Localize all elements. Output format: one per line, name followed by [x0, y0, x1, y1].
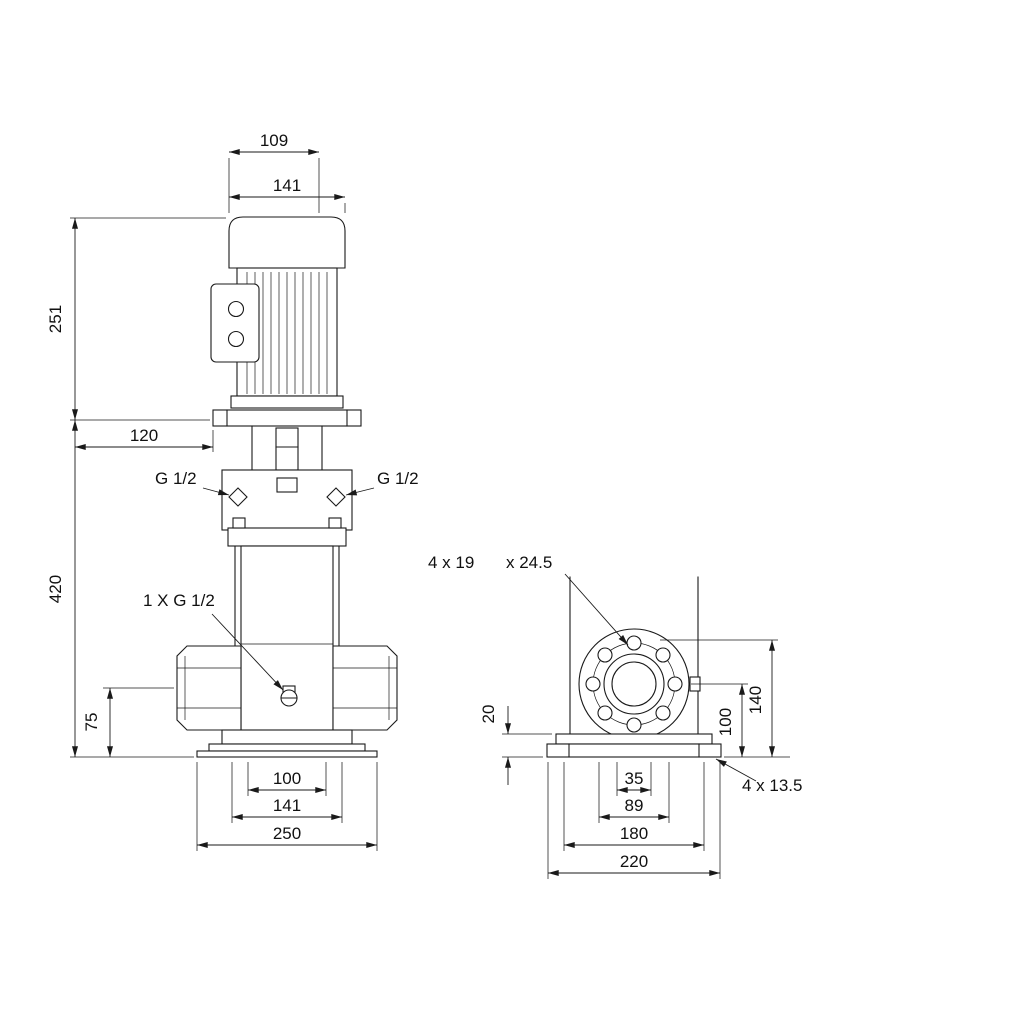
annotation-plug-right: G 1/2 — [345, 469, 419, 496]
terminal-box-gland-bottom — [227, 330, 245, 348]
bore-circle — [611, 661, 657, 707]
flange-left — [176, 645, 242, 731]
bolt-hole — [655, 647, 671, 663]
coupling-lantern — [251, 425, 323, 471]
flange-right — [332, 645, 398, 731]
label-drain: 1 X G 1/2 — [143, 591, 215, 610]
label-g12-left: G 1/2 — [155, 469, 197, 488]
annotation-base-holes: 4 x 13.5 — [715, 758, 803, 795]
dim-label-120: 120 — [130, 426, 158, 445]
dim-fan-width-109: 109 — [228, 131, 320, 213]
dim-label-140: 140 — [746, 686, 765, 714]
dim-label-420: 420 — [46, 575, 65, 603]
label-4x19: 4 x 19 — [428, 553, 474, 572]
dim-coupling-offset-120: 120 — [75, 426, 214, 452]
bolt-hole — [585, 676, 601, 692]
terminal-box — [210, 283, 260, 363]
dim-label-35: 35 — [625, 769, 644, 788]
annotation-drain-plug: 1 X G 1/2 — [143, 591, 284, 691]
dim-label-20: 20 — [479, 705, 498, 724]
bolt-hole — [667, 676, 683, 692]
flange-face — [578, 628, 701, 740]
staybolt-nut-top-left — [232, 517, 246, 529]
label-x24-5: x 24.5 — [506, 553, 552, 572]
motor-flange — [230, 395, 344, 409]
label-g12-right: G 1/2 — [377, 469, 419, 488]
dim-label-220: 220 — [620, 852, 648, 871]
dim-label-180: 180 — [620, 824, 648, 843]
dim-label-75: 75 — [82, 713, 101, 732]
annotation-flange-holes: 4 x 19 x 24.5 — [428, 553, 629, 646]
stack-top-plate — [227, 527, 347, 547]
dim-bolt-spacing-100: 100 — [247, 762, 327, 796]
dim-pump-height-420: 420 — [46, 420, 194, 758]
motor-fan-cover — [228, 216, 346, 269]
port-flanges — [176, 645, 398, 731]
motor — [210, 216, 362, 427]
gauge-plug-right — [326, 487, 346, 507]
raised-face-circle — [603, 653, 665, 715]
dim-port-center-height-100: 100 — [691, 683, 790, 758]
dim-flange-height-140: 140 — [660, 639, 778, 757]
dim-label-100-side: 100 — [716, 708, 735, 736]
dim-motor-width-141: 141 — [229, 176, 346, 213]
dim-base-outer-220: 220 — [547, 762, 721, 879]
dim-label-141-bottom: 141 — [273, 796, 301, 815]
base-front — [196, 729, 378, 758]
bolt-hole — [626, 717, 642, 733]
dim-slot-outer-89: 89 — [598, 762, 670, 823]
dim-label-141-top: 141 — [273, 176, 301, 195]
annotation-plug-left: G 1/2 — [155, 469, 230, 496]
pump-body-side — [569, 576, 699, 735]
dim-label-109: 109 — [260, 131, 288, 150]
terminal-box-gland-top — [227, 300, 245, 318]
drain-plug — [280, 685, 298, 707]
dim-label-100-front: 100 — [273, 769, 301, 788]
dim-base-inner-141: 141 — [231, 762, 343, 823]
motor-stool-plate — [212, 409, 362, 427]
dim-port-height-75: 75 — [82, 687, 174, 757]
bolt-hole — [626, 635, 642, 651]
gauge-plug-left — [228, 487, 248, 507]
dim-slot-spacing-35: 35 — [616, 762, 652, 796]
dim-motor-height-251: 251 — [46, 217, 226, 421]
dim-base-outer-250: 250 — [196, 762, 378, 851]
dim-label-250: 250 — [273, 824, 301, 843]
base-side — [546, 733, 722, 758]
bolt-hole — [597, 647, 613, 663]
label-4x13-5: 4 x 13.5 — [742, 776, 803, 795]
staybolt-nut-top-right — [328, 517, 342, 529]
dim-base-inner-180: 180 — [563, 762, 705, 851]
front-view: 109 141 251 120 420 G 1/2 G 1 — [46, 131, 419, 851]
bolt-hole — [597, 705, 613, 721]
side-view: 4 x 19 x 24.5 20 100 140 35 — [428, 553, 803, 879]
dim-label-89: 89 — [625, 796, 644, 815]
dim-base-plate-height-20: 20 — [479, 705, 552, 785]
bolt-hole — [655, 705, 671, 721]
shaft-coupling — [275, 427, 299, 471]
dim-label-251: 251 — [46, 305, 65, 333]
vent-plug — [276, 477, 298, 493]
